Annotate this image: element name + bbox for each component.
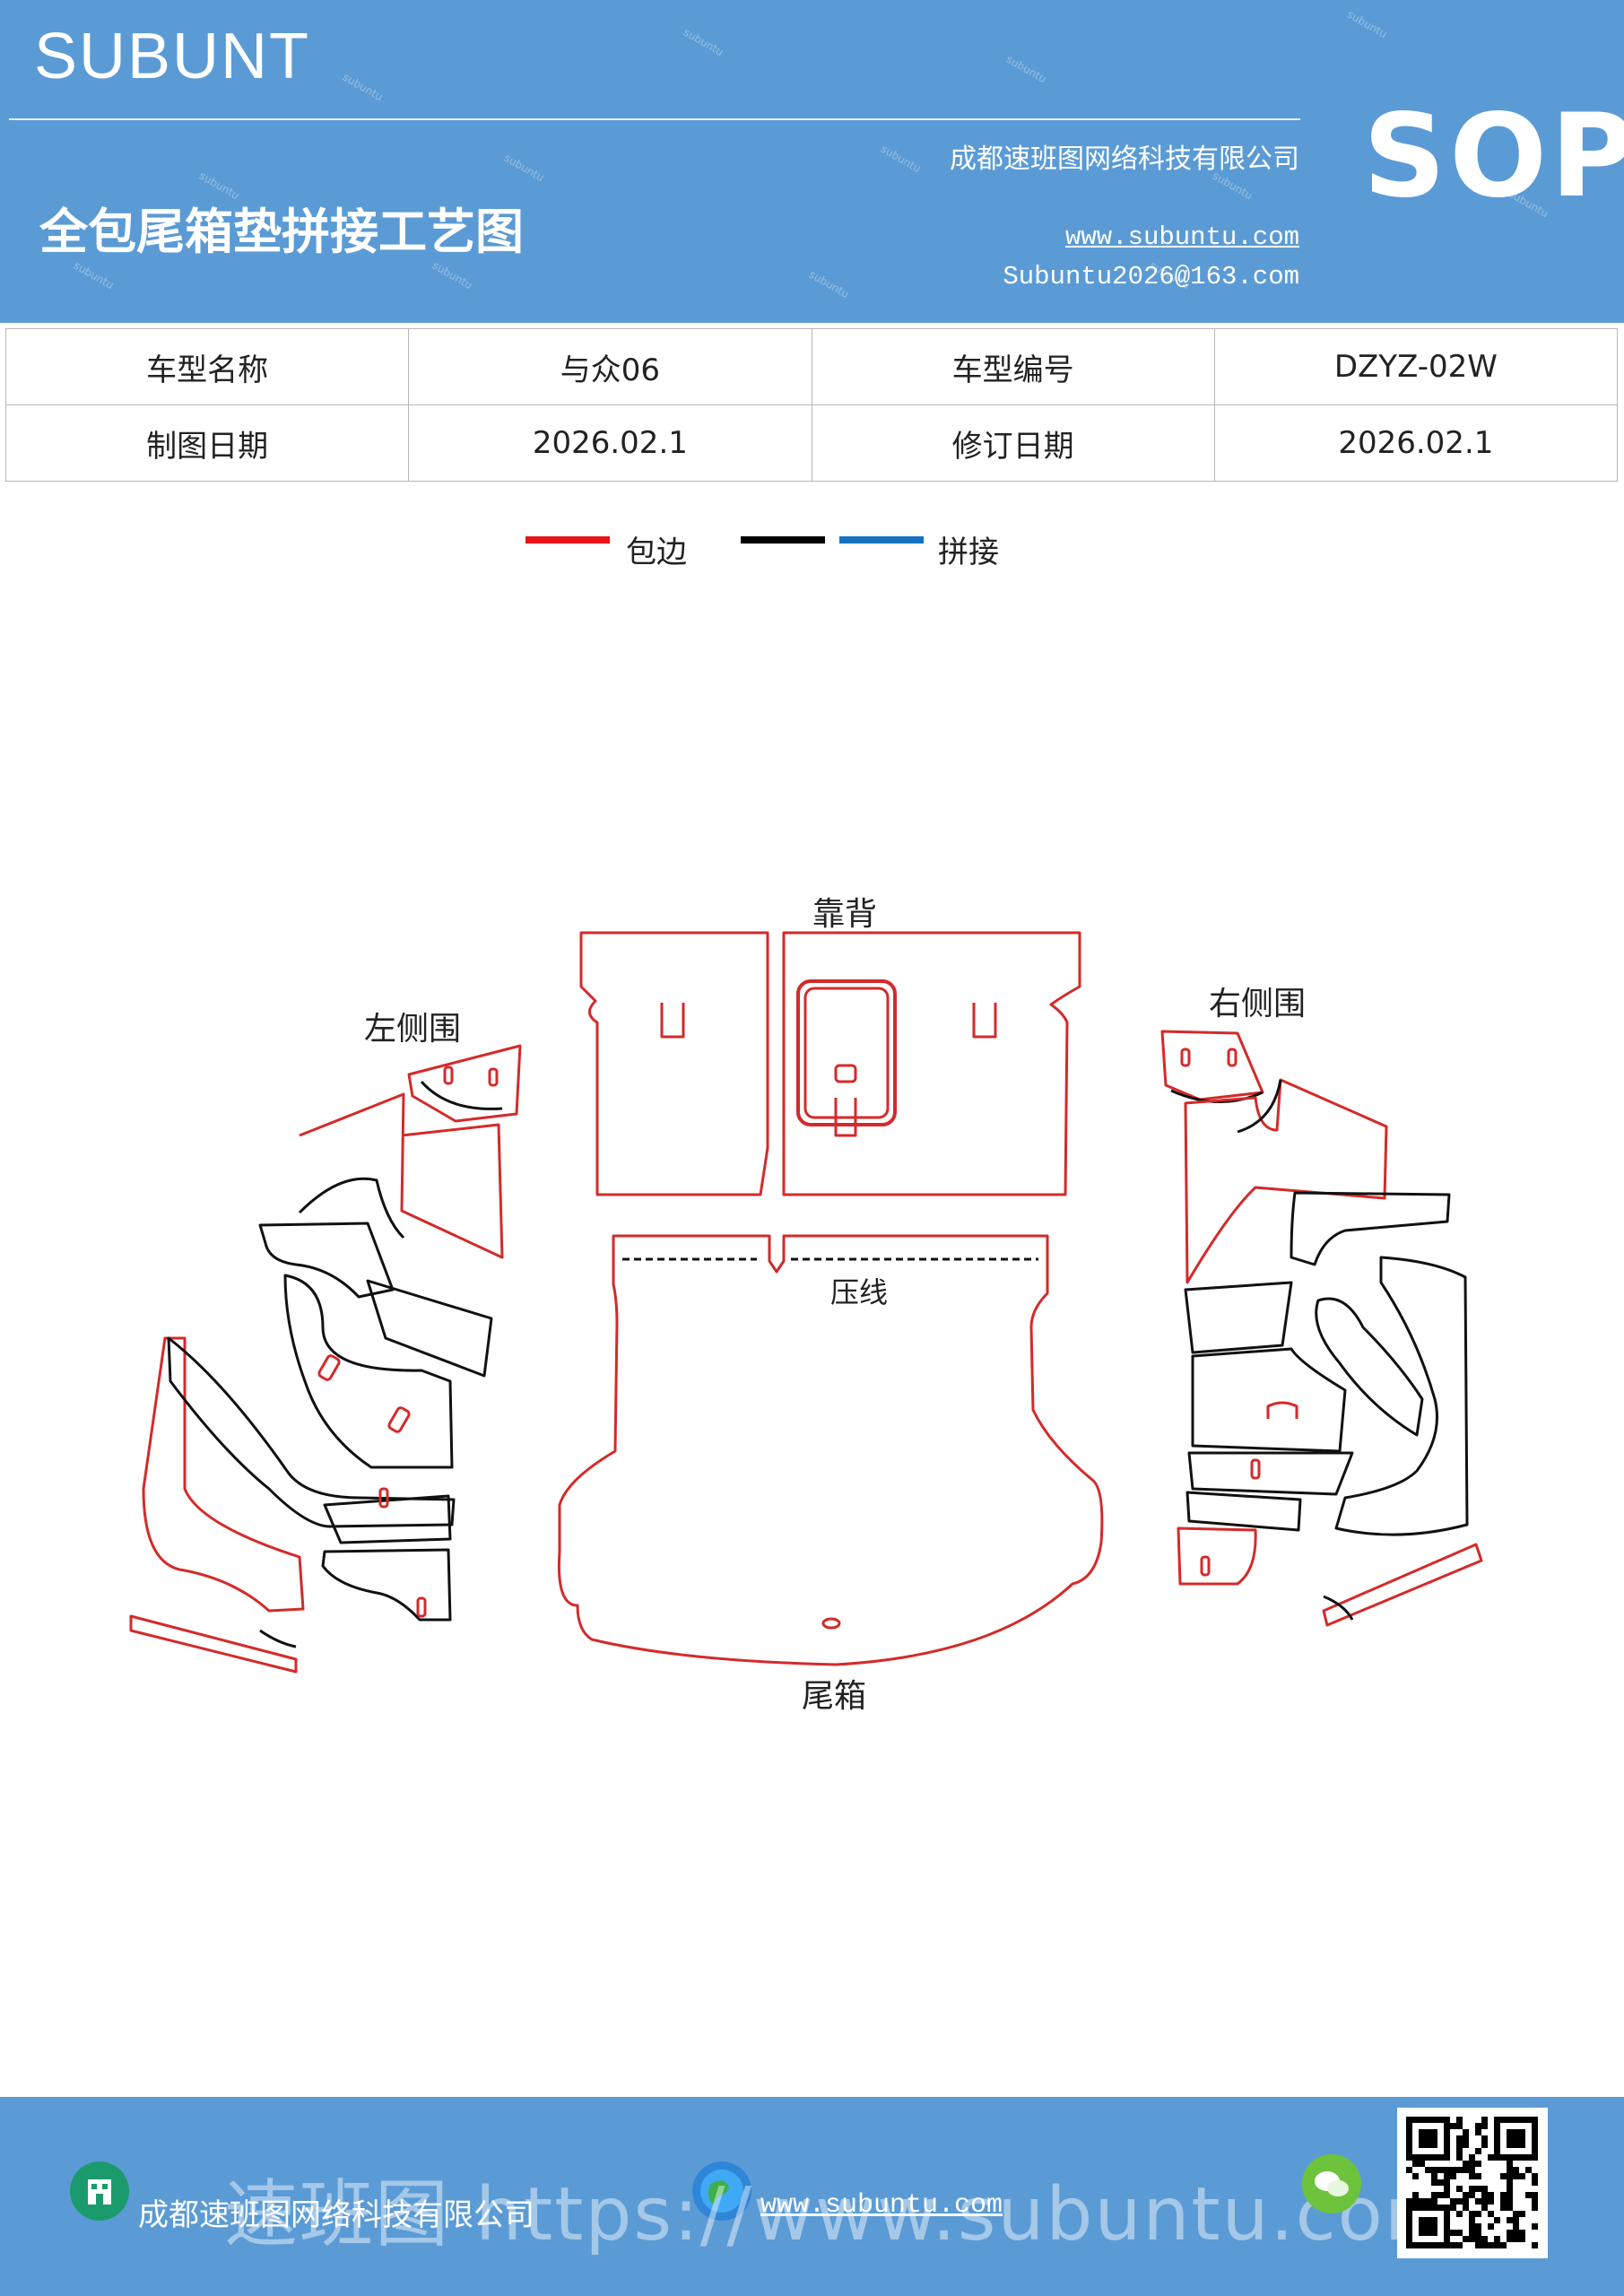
right-side-tab: [1266, 1401, 1298, 1419]
right-side-upper-inner: [1237, 1079, 1282, 1134]
legend-black-swatch: [741, 536, 825, 544]
globe-icon: [692, 2161, 751, 2221]
label-press-line: 压线: [830, 1275, 889, 1309]
model-name-value: 与众06: [408, 328, 812, 405]
left-side-hole-d: [416, 1596, 427, 1618]
legend-splice-label: 拼接: [938, 535, 999, 570]
label-trunk: 尾箱: [802, 1678, 867, 1715]
header-divider: [9, 118, 1300, 120]
left-side-strip: [129, 1614, 298, 1674]
right-clip-hole-1: [1180, 1048, 1191, 1067]
right-side-strip-inner: [1323, 1595, 1354, 1621]
left-side-mid-b: [366, 1279, 493, 1378]
backrest-inner-frame-2: [803, 987, 890, 1119]
backrest-left-panel: [579, 931, 769, 1196]
label-right-side: 右侧围: [1209, 986, 1307, 1022]
legend-edge-label: 包边: [626, 535, 687, 570]
label-left-side: 左侧围: [364, 1011, 462, 1048]
right-side-lower-b: [1185, 1491, 1302, 1532]
right-side-strip: [1322, 1543, 1483, 1627]
watermark-text: subuntu: [340, 70, 386, 104]
right-side-mid-c: [1315, 1297, 1424, 1437]
model-code-value: DZYZ-02W: [1213, 328, 1619, 405]
mat-pattern-svg: [129, 931, 1483, 1674]
left-side-lower-c: [323, 1494, 452, 1544]
watermark-text: subuntu: [430, 258, 475, 292]
revise-date-value: 2026.02.1: [1213, 404, 1619, 482]
left-side-mid-a: [258, 1222, 395, 1299]
left-side-clip-inner: [420, 1081, 503, 1110]
left-side-mid-c: [283, 1274, 454, 1469]
footer-website-link[interactable]: www.subuntu.com: [760, 2190, 1003, 2221]
watermark-text: subuntu: [501, 151, 547, 185]
right-side-mid-b: [1184, 1281, 1293, 1354]
right-clip-hole-2: [1227, 1048, 1238, 1067]
left-side-lower-b: [167, 1336, 456, 1528]
backrest-right-panel: [782, 931, 1081, 1196]
trunk-hole: [821, 1617, 841, 1630]
vehicle-info-table: 车型名称 与众06 车型编号 DZYZ-02W 制图日期 2026.02.1 修…: [4, 328, 1619, 482]
model-name-label: 车型名称: [4, 328, 410, 405]
right-side-lower-c: [1177, 1526, 1257, 1586]
draw-date-label: 制图日期: [4, 404, 410, 482]
wechat-icon: [1302, 2154, 1361, 2213]
watermark-text: subuntu: [1003, 52, 1049, 86]
website-link[interactable]: www.subuntu.com: [1064, 222, 1299, 252]
table-row: 车型名称 与众06 车型编号 DZYZ-02W: [4, 328, 1619, 405]
qr-code-pattern: [1406, 2117, 1538, 2248]
left-side-strip-inner: [259, 1629, 297, 1648]
building-icon: [70, 2161, 129, 2221]
backrest-right-slot: [972, 1003, 997, 1039]
watermark-text: subuntu: [1344, 7, 1390, 41]
table-row: 制图日期 2026.02.1 修订日期 2026.02.1: [4, 404, 1619, 482]
left-side-hole-a: [317, 1354, 341, 1381]
left-side-top-clip: [407, 1044, 522, 1123]
left-side-lower-d: [321, 1548, 452, 1622]
company-name: 成都速班图网络科技有限公司: [950, 144, 1299, 175]
right-side-lower-a: [1187, 1451, 1354, 1496]
backrest-hole: [834, 1064, 857, 1083]
right-side-hole-b: [1200, 1555, 1211, 1577]
brand-logo: SUBUNT: [34, 21, 311, 92]
right-side-mid-d: [1334, 1256, 1469, 1536]
right-side-mid-e: [1191, 1347, 1347, 1453]
revise-date-label: 修订日期: [811, 404, 1215, 482]
right-side-hole-a: [1250, 1458, 1261, 1480]
mat-diagram: 靠背 左侧围 右侧围 压线 尾箱: [0, 861, 1624, 1740]
left-side-upper-inner: [298, 1177, 405, 1239]
left-side-lower-a: [142, 1336, 305, 1613]
email-address[interactable]: Subuntu2026@163.com: [1003, 262, 1299, 291]
legend-edge-swatch: [525, 536, 610, 544]
model-code-label: 车型编号: [811, 328, 1215, 405]
right-side-top-clip: [1160, 1030, 1264, 1101]
footer-company-name: 成都速班图网络科技有限公司: [138, 2197, 534, 2233]
watermark-text: subuntu: [681, 25, 726, 59]
sop-badge: SOP: [1363, 90, 1624, 223]
legend-blue-swatch: [839, 536, 924, 544]
draw-date-value: 2026.02.1: [408, 404, 812, 482]
legend: 包边 拼接: [525, 527, 1153, 572]
watermark-text: subuntu: [71, 258, 117, 292]
footer-banner: 成都速班图网络科技有限公司 www.subuntu.com 速班图 https:…: [0, 2097, 1624, 2296]
left-side-upper: [299, 1092, 504, 1259]
qr-code[interactable]: [1397, 2108, 1548, 2258]
watermark-text: subuntu: [878, 142, 924, 176]
right-side-mid-a: [1290, 1191, 1451, 1266]
backrest-slot-center: [834, 1098, 857, 1137]
document-title: 全包尾箱垫拼接工艺图: [39, 204, 524, 260]
right-side-upper: [1184, 1078, 1388, 1284]
left-side-hole-b: [387, 1406, 411, 1433]
left-clip-hole-1: [443, 1065, 454, 1085]
backrest-left-slot: [660, 1003, 685, 1039]
watermark-text: subuntu: [806, 267, 852, 301]
trunk-floor: [557, 1234, 1104, 1666]
left-side-hole-c: [378, 1487, 389, 1509]
footer-watermark: 速班图 https://www.subuntu.com: [224, 2172, 1458, 2257]
label-backrest: 靠背: [812, 896, 878, 933]
backrest-inner-frame: [796, 979, 897, 1126]
header-banner: SUBUNT SOP 全包尾箱垫拼接工艺图 成都速班图网络科技有限公司 www.…: [0, 0, 1624, 323]
left-clip-hole-2: [488, 1067, 499, 1087]
